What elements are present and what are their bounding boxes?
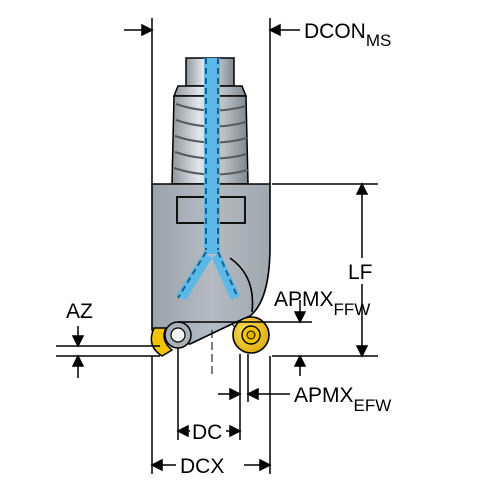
left-insert xyxy=(150,321,192,357)
dc-label: DC xyxy=(192,421,222,444)
az-label: AZ xyxy=(66,300,93,323)
apmx-ffw-label: APMXFFW xyxy=(274,288,370,319)
apmx-efw-dimension xyxy=(218,354,290,402)
lf-dimension xyxy=(272,182,378,358)
dcon-label: DCONMS xyxy=(304,20,391,50)
dcx-dimension xyxy=(150,356,272,474)
az-dimension xyxy=(56,326,160,378)
right-insert xyxy=(232,316,270,354)
lf-label: LF xyxy=(348,261,373,284)
apmx-efw-label: APMXEFW xyxy=(294,384,391,415)
coolant-channels xyxy=(176,58,240,300)
dc-dimension xyxy=(176,348,242,440)
apmx-ffw-dimension xyxy=(178,300,312,376)
dcon-dimension xyxy=(124,18,300,184)
dcx-label: DCX xyxy=(180,455,224,478)
